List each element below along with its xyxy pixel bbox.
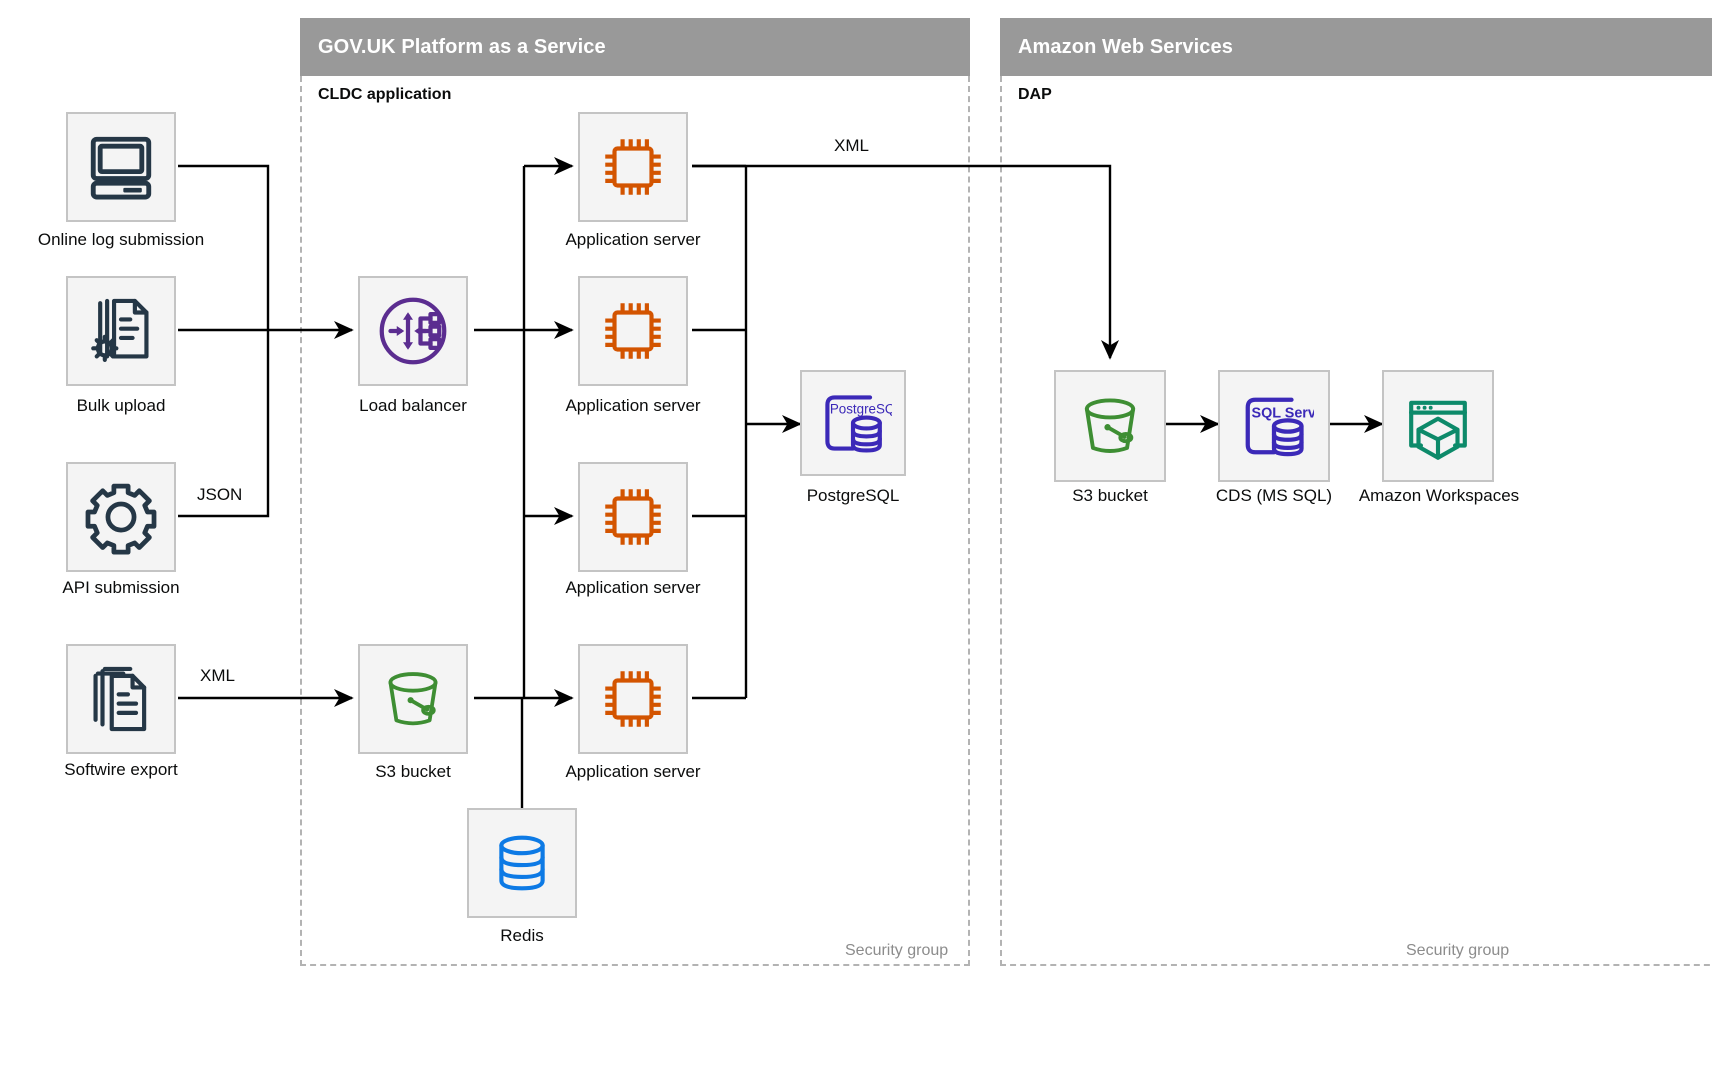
redis-tile[interactable]: [467, 808, 577, 918]
redis-database-icon: [489, 830, 555, 896]
application-server-1-tile[interactable]: [578, 112, 688, 222]
sql-server-icon-text: SQL Server: [1252, 405, 1315, 421]
postgresql-label: PostgreSQL: [806, 486, 900, 505]
load-balancer-label: Load balancer: [359, 396, 467, 415]
documents-stack-icon: [84, 662, 158, 736]
group-banner-paas: GOV.UK Platform as a Service: [300, 18, 970, 76]
group-box-paas: [300, 76, 970, 966]
softwire-export-label: Softwire export: [64, 760, 178, 779]
cds-ms-sql-tile[interactable]: SQL Server: [1218, 370, 1330, 482]
group-footnote-aws-security: Security group: [1406, 942, 1510, 959]
group-box-aws: [1000, 76, 1712, 966]
postgresql-icon: PostgreSQL: [814, 384, 892, 462]
softwire-export-tile[interactable]: [66, 644, 176, 754]
application-server-4-label: Application server: [565, 762, 701, 781]
s3-bucket-paas-tile[interactable]: [358, 644, 468, 754]
load-balancer-tile[interactable]: [358, 276, 468, 386]
s3-bucket-icon: [1071, 387, 1149, 465]
online-log-submission-tile[interactable]: [66, 112, 176, 222]
application-server-4-tile[interactable]: [578, 644, 688, 754]
application-server-3-tile[interactable]: [578, 462, 688, 572]
redis-label: Redis: [500, 926, 544, 945]
postgresql-icon-text: PostgreSQL: [830, 401, 892, 416]
edge-label-xml-softwire: XML: [200, 666, 235, 685]
amazon-workspaces-tile[interactable]: [1382, 370, 1494, 482]
s3-bucket-aws-label: S3 bucket: [1072, 486, 1148, 505]
api-submission-label: API submission: [62, 578, 180, 597]
application-server-1-label: Application server: [565, 230, 701, 249]
group-banner-aws: Amazon Web Services: [1000, 18, 1712, 76]
application-server-3-label: Application server: [565, 578, 701, 597]
group-sublabel-cldc: CLDC application: [318, 86, 452, 103]
cpu-chip-icon: [596, 662, 670, 736]
group-sublabel-dap: DAP: [1018, 86, 1052, 103]
edge-label-json: JSON: [197, 485, 243, 504]
group-footnote-paas-security: Security group: [845, 942, 949, 959]
edge-label-xml-dap: XML: [834, 136, 869, 155]
group-title-aws: Amazon Web Services: [1018, 35, 1233, 58]
s3-bucket-paas-label: S3 bucket: [375, 762, 451, 781]
bulk-upload-tile[interactable]: [66, 276, 176, 386]
online-log-submission-label: Online log submission: [37, 230, 205, 249]
s3-bucket-aws-tile[interactable]: [1054, 370, 1166, 482]
cds-ms-sql-label: CDS (MS SQL): [1215, 486, 1333, 505]
application-server-2-tile[interactable]: [578, 276, 688, 386]
gear-icon: [83, 479, 159, 555]
cpu-chip-icon: [596, 294, 670, 368]
postgresql-tile[interactable]: PostgreSQL: [800, 370, 906, 476]
amazon-workspaces-icon: [1399, 387, 1477, 465]
cpu-chip-icon: [596, 480, 670, 554]
bulk-upload-label: Bulk upload: [76, 396, 166, 415]
document-gear-icon: [84, 294, 158, 368]
load-balancer-icon: [373, 291, 453, 371]
amazon-workspaces-label: Amazon Workspaces: [1358, 486, 1520, 505]
group-title-paas: GOV.UK Platform as a Service: [318, 35, 606, 58]
desktop-computer-icon: [84, 130, 158, 204]
sql-server-icon: SQL Server: [1234, 386, 1314, 466]
cpu-chip-icon: [596, 130, 670, 204]
application-server-2-label: Application server: [565, 396, 701, 415]
api-submission-tile[interactable]: [66, 462, 176, 572]
s3-bucket-icon: [375, 661, 451, 737]
